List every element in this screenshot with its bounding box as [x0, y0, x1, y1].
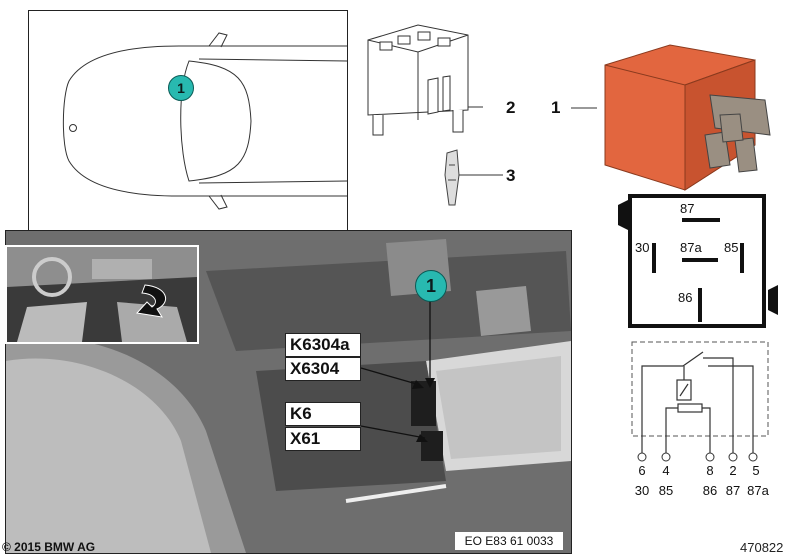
- pin-30-bar: [652, 243, 656, 273]
- relay-pin-diagram-tabs: [618, 200, 778, 315]
- image-id: 470822: [740, 540, 784, 555]
- terminal-num-2: 4: [662, 463, 670, 478]
- interior-illustration: [7, 247, 197, 342]
- terminal-label-1: 30: [634, 483, 650, 498]
- location-callout: 1: [168, 75, 194, 101]
- part-number-1: 1: [551, 98, 561, 117]
- terminal-num-4: 2: [729, 463, 737, 478]
- pin-label-87a: 87a: [680, 240, 702, 255]
- terminal-label-4: 87: [725, 483, 741, 498]
- terminal-num-5: 5: [752, 463, 760, 478]
- interior-inset-photo: [5, 245, 199, 344]
- relay-pin-diagram: 87 87a 30 85 86: [628, 194, 766, 328]
- copyright-text: © 2015 BMW AG: [2, 540, 96, 554]
- terminal-label-5: 87a: [747, 483, 769, 498]
- photo-illustration: [6, 231, 571, 553]
- car-location-panel: 1: [28, 10, 348, 232]
- pin-label-85: 85: [724, 240, 739, 255]
- connector-label-x6304: X6304: [285, 357, 361, 381]
- connector-label-k6: K6: [285, 402, 361, 426]
- pin-label-87: 87: [680, 201, 695, 216]
- photo-callout: 1: [415, 270, 447, 302]
- relay-drawing: [571, 44, 771, 191]
- connector-label-x61: X61: [285, 427, 361, 451]
- connector-label-k6304a: K6304a: [285, 333, 361, 357]
- part-number-3: 3: [506, 166, 516, 185]
- connector-housing-drawing: [367, 24, 483, 136]
- terminal-label-3: 86: [702, 483, 718, 498]
- pin-85-bar: [740, 243, 744, 273]
- pin-87-bar: [682, 218, 720, 222]
- terminal-pin-drawing: [444, 149, 503, 206]
- pin-86-bar: [698, 288, 702, 322]
- pin-87a-bar: [682, 258, 718, 262]
- terminal-num-3: 8: [706, 463, 714, 478]
- reference-code: EO E83 61 0033: [455, 532, 563, 550]
- pin-label-30: 30: [635, 240, 650, 255]
- car-outline-drawing: [62, 32, 348, 210]
- relay-schematic: [631, 341, 769, 462]
- pin-label-86: 86: [678, 290, 693, 305]
- terminal-label-2: 85: [658, 483, 674, 498]
- terminal-num-1: 6: [638, 463, 646, 478]
- part-number-2: 2: [506, 98, 516, 117]
